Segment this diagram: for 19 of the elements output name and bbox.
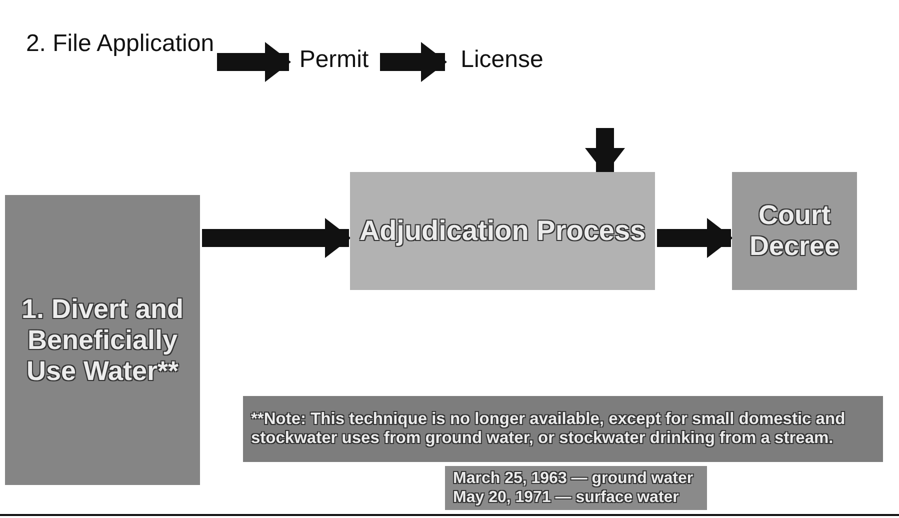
step-label: Permit [299,46,369,74]
block-arrow [657,218,733,258]
box-text: Adjudication Process [359,215,646,247]
note-box [243,396,883,462]
box-text: **Note: This technique is no longer available, except for small domestic and stockwater uses from ground water, or stockwater drinking from a stream. [251,410,846,448]
block-arrow [217,42,291,82]
block-arrow [585,128,625,174]
date-box [445,466,707,510]
result-box [732,172,857,290]
step-label: License [460,46,544,74]
box-text: May 20, 1971 — surface water [453,488,679,508]
block-arrow [202,218,351,258]
step-label: 2. File Application [26,30,214,58]
box-text: March 25, 1963 — ground water [453,468,694,488]
block-arrow [380,42,447,82]
box-text: 1. Divert and Beneficially Use Water** [20,294,185,386]
process-box [5,195,200,485]
process-box [350,172,655,290]
box-text: Court Decree [748,200,841,262]
